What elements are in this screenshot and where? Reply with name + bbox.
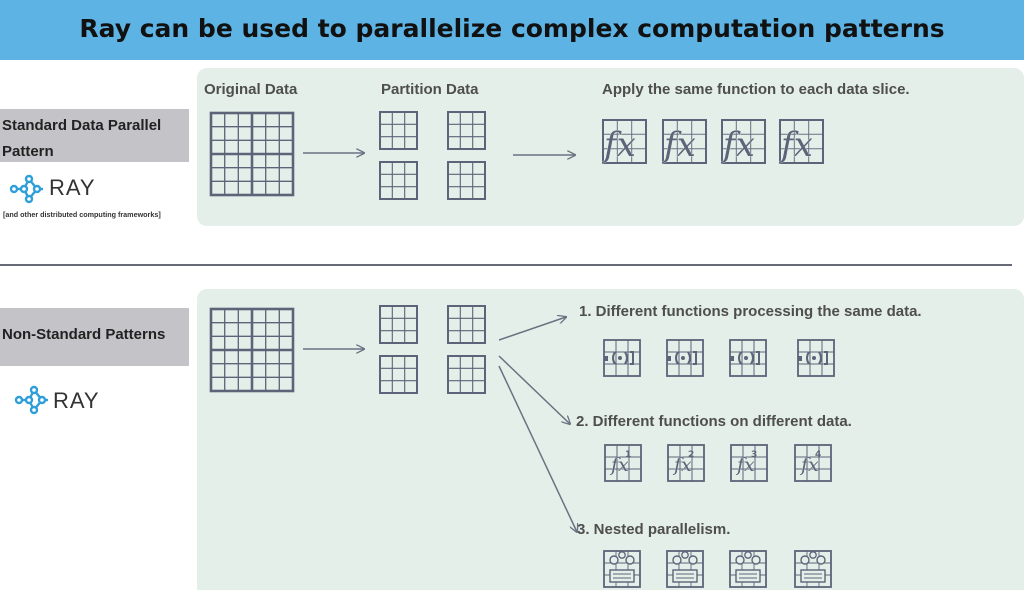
non-standard-pattern-label: Non-Standard Patterns (0, 308, 189, 366)
section-divider (0, 264, 1012, 266)
partition-data-heading: Partition Data (381, 81, 479, 98)
ray-logo-text: RAY (53, 388, 100, 413)
function-symbol-icon: fx (735, 454, 755, 476)
page-title: Ray can be used to parallelize complex c… (79, 14, 945, 43)
ray-logo-icon (9, 174, 43, 204)
pattern-3-nested-icons (603, 550, 832, 588)
pattern-2-heading: 2. Different functions on different data… (576, 413, 852, 430)
function-symbol-icon: fx (778, 125, 813, 165)
ray-logo-text: RAY (49, 175, 96, 200)
function-symbol-icon: fx (609, 454, 629, 476)
function-index-label: 4 (815, 450, 821, 460)
original-data-grid (209, 111, 295, 197)
standard-pattern-label: Standard Data Parallel Pattern (0, 109, 189, 162)
arrow-pattern-1 (498, 317, 566, 341)
pattern-2-function-icons (604, 444, 832, 482)
ray-logo-icon (14, 385, 48, 415)
function-index-label: 2 (688, 450, 694, 460)
function-symbol-icon: fx (799, 454, 819, 476)
function-symbol-icon: fx (720, 125, 755, 165)
pattern-3-heading: 3. Nested parallelism. (577, 521, 731, 538)
partition-grids (379, 305, 486, 394)
function-symbol-icon: fx (672, 454, 692, 476)
pattern-1-code-icons (603, 339, 835, 377)
standard-pattern-panel (197, 68, 1024, 226)
function-symbol-icon: fx (601, 125, 636, 165)
apply-function-heading: Apply the same function to each data sli… (602, 81, 910, 98)
pattern-1-heading: 1. Different functions processing the sa… (579, 303, 922, 320)
original-data-grid (209, 307, 295, 393)
arrow-pattern-2 (498, 355, 570, 424)
frameworks-note: [and other distributed computing framewo… (3, 210, 161, 219)
title-banner: Ray can be used to parallelize complex c… (0, 0, 1024, 60)
original-data-heading: Original Data (204, 81, 298, 98)
function-symbol-icon: fx (661, 125, 696, 165)
arrow-pattern-3 (498, 365, 577, 532)
function-index-label: 3 (751, 450, 757, 460)
function-index-label: 1 (625, 450, 631, 460)
partition-grids (379, 111, 486, 200)
